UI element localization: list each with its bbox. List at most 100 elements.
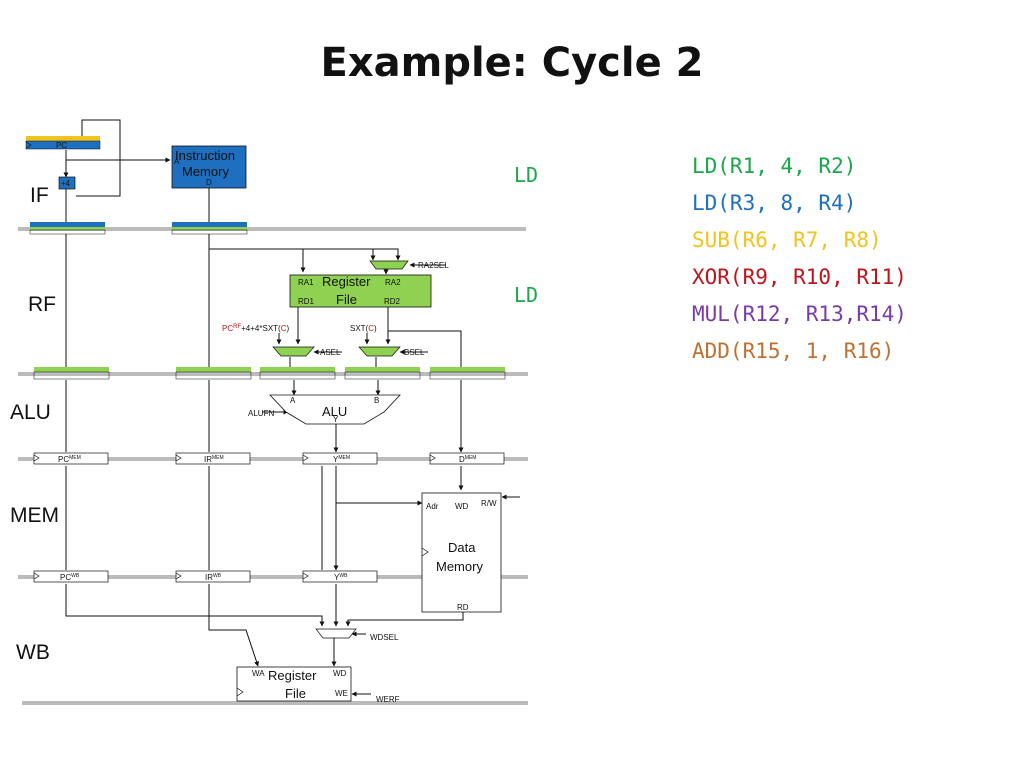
stage-label-wb: WB [16, 641, 50, 664]
alu-label: ALU [322, 404, 347, 419]
pc-rf-base: PC [222, 324, 233, 333]
instruction-line-4: XOR(R9, R10, R11) [692, 265, 907, 289]
pc-rf-rest: +4+4*SXT( [241, 324, 281, 333]
werf-label: WERF [376, 695, 400, 704]
ir-wb-base: IR [205, 573, 213, 582]
alu-a-port: A [290, 396, 296, 405]
pc-wb-label: PCWB [60, 573, 80, 582]
rf-rd2-port: RD2 [384, 297, 401, 306]
rf-ra2-port: RA2 [385, 278, 401, 287]
sxt-label: SXT(C) [350, 324, 377, 333]
mem-wb-pipeline-registers: PCWB IRWB YWB [33, 570, 378, 583]
instruction-line-5: MUL(R12, R13,R14) [692, 302, 907, 326]
slide-title: Example: Cycle 2 [320, 40, 704, 86]
instruction-line-2: LD(R3, 8, R4) [692, 191, 857, 215]
data-memory: Adr WD R/W Data Memory RD [421, 492, 502, 613]
imem-label-line2: Memory [182, 164, 229, 179]
asel-mux: ASEL [272, 346, 341, 357]
plus4-label: +4 [61, 179, 71, 188]
stage-label-rf: RF [28, 293, 56, 316]
wb-rf-we-port: WE [335, 689, 348, 698]
dmem-adr-port: Adr [426, 502, 439, 511]
ra2sel-label: RA2SEL [418, 261, 449, 270]
y-mem-base: Y [333, 455, 339, 464]
pc-label: PC [56, 141, 67, 150]
pc-wb-base: PC [60, 573, 71, 582]
pc-rf-c: C [281, 324, 287, 333]
ra2sel-mux: RA2SEL [369, 260, 449, 270]
datapath-wires [63, 119, 520, 697]
wb-rf-label-line2: File [285, 686, 306, 701]
pc-mem-sup: MEM [69, 455, 81, 461]
ir-wb-sup: WB [213, 573, 222, 579]
y-wb-sup: WB [339, 573, 348, 579]
y-wb-label: YWB [334, 573, 348, 582]
sxt-open: SXT( [350, 324, 369, 333]
d-mem-sup: MEM [465, 455, 477, 461]
y-mem-label: YMEM [333, 455, 350, 464]
bsel-label: BSEL [404, 348, 425, 357]
pc-rf-sup: RF [233, 324, 241, 330]
dmem-rd-port: RD [457, 603, 469, 612]
pc-rf-close: ) [286, 324, 289, 333]
pc-mem-base: PC [58, 455, 69, 464]
rf-alu-pipeline-registers [33, 367, 506, 380]
register-file-rf: RA1 RA2 RD1 RD2 Register File [289, 274, 432, 308]
instruction-line-1: LD(R1, 4, R2) [692, 154, 857, 178]
alu: A B ALUFN ALU Y [248, 394, 401, 425]
rf-rd1-port: RD1 [298, 297, 315, 306]
wdsel-label: WDSEL [370, 633, 399, 642]
pc-wb-sup: WB [71, 573, 80, 579]
dmem-label-line2: Memory [436, 559, 483, 574]
instruction-memory: A Instruction Memory D [171, 145, 247, 189]
y-mem-sup: MEM [338, 455, 350, 461]
rf-label-line1: Register [322, 274, 371, 289]
imem-label-line1: Instruction [175, 148, 235, 163]
wb-rf-wa-port: WA [252, 669, 265, 678]
pipeline-separators [18, 227, 528, 705]
alu-mem-pipeline-registers: PCMEM IRMEM YMEM DMEM [33, 452, 505, 465]
alu-b-port: B [374, 396, 379, 405]
if-rf-pipeline-registers [29, 222, 248, 235]
dmem-label-line1: Data [448, 540, 476, 555]
ir-mem-label: IRMEM [204, 455, 224, 464]
instruction-line-6: ADD(R15, 1, R16) [692, 339, 895, 363]
pc-mem-label: PCMEM [58, 455, 81, 464]
separator-rf-alu [18, 372, 528, 376]
stage-label-if: IF [30, 184, 49, 207]
separator-if-rf [18, 227, 526, 231]
ir-wb-label: IRWB [205, 573, 222, 582]
sxt-close: ) [374, 324, 377, 333]
branch-target-label: PCRF+4+4*SXT(C) [222, 324, 289, 333]
rf-stage-instruction: LD [514, 283, 538, 307]
imem-d-port: D [206, 178, 212, 187]
ir-mem-base: IR [204, 455, 212, 464]
alu-y-port: Y [333, 415, 339, 424]
alufn-label: ALUFN [248, 409, 274, 418]
dmem-rw-port: R/W [481, 499, 497, 508]
if-stage-instruction: LD [514, 163, 538, 187]
separator-alu-mem [18, 457, 528, 461]
sxt-c: C [368, 324, 374, 333]
asel-label: ASEL [320, 348, 341, 357]
y-wb-base: Y [334, 573, 340, 582]
separator-mem-wb [18, 575, 528, 579]
plus4-adder: +4 [58, 176, 76, 190]
rf-label-line2: File [336, 292, 357, 307]
d-mem-base: D [459, 455, 465, 464]
wb-rf-wd-port: WD [333, 669, 347, 678]
wb-rf-label-line1: Register [268, 668, 317, 683]
register-file-wb: WA WD WE Register File WERF [236, 666, 400, 704]
imem-a-port: A [174, 157, 180, 166]
ir-mem-sup: MEM [212, 455, 224, 461]
instruction-list: LD(R1, 4, R2) LD(R3, 8, R4) SUB(R6, R7, … [692, 148, 907, 370]
d-mem-label: DMEM [459, 455, 476, 464]
stage-label-alu: ALU [10, 401, 51, 424]
stage-label-mem: MEM [10, 504, 59, 527]
dmem-wd-port: WD [455, 502, 469, 511]
separator-bottom [22, 701, 528, 705]
wdsel-mux: WDSEL [315, 628, 399, 642]
bsel-mux: BSEL [358, 346, 425, 357]
rf-ra1-port: RA1 [298, 278, 314, 287]
